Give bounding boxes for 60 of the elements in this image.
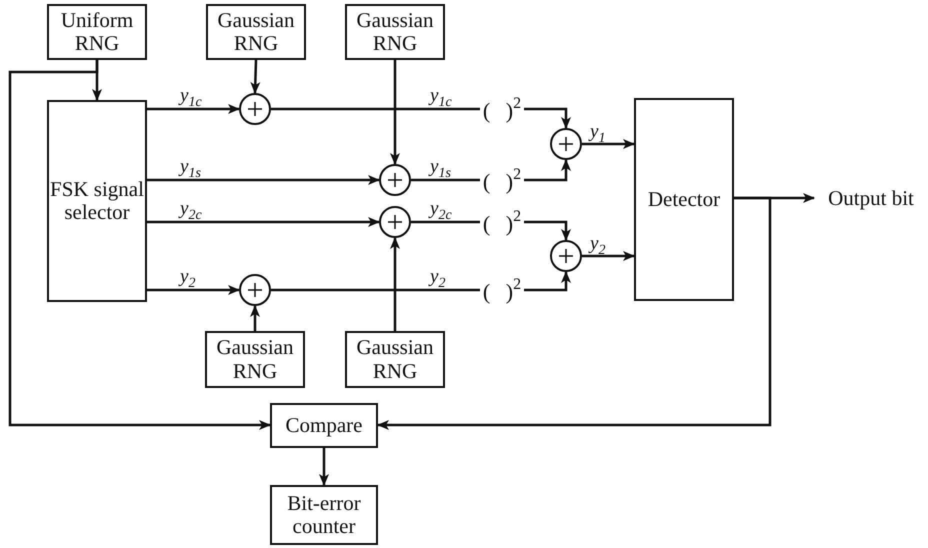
- block-label: Gaussian RNG: [356, 8, 434, 56]
- arrow: [390, 237, 400, 331]
- arrow: [582, 139, 635, 149]
- arrow: [250, 305, 260, 331]
- signal-line: [411, 220, 480, 224]
- output-label: Output bit: [828, 187, 914, 211]
- arrow: [390, 60, 400, 165]
- arrow: [147, 217, 380, 227]
- block-label: Bit-error counter: [286, 492, 362, 538]
- block-label: Detector: [648, 188, 720, 212]
- arrow: [524, 220, 571, 241]
- process-box: [345, 331, 445, 388]
- block-label: Gaussian RNG: [216, 336, 294, 383]
- edge-label: y$_{1c}$: [180, 86, 202, 110]
- summing-junction: [239, 93, 271, 125]
- summing-junction: [239, 274, 271, 306]
- arrow: [524, 271, 571, 292]
- process-box: [206, 4, 306, 60]
- edge-label: y$_{2}$: [430, 267, 446, 291]
- edge-label: y$_{1s}$: [180, 157, 201, 181]
- arrow: [147, 175, 380, 185]
- edge-label: y$_{1}$: [590, 122, 606, 146]
- summing-junction: [550, 240, 582, 272]
- arrow: [524, 159, 571, 182]
- arrow: [319, 448, 329, 486]
- arrow: [250, 60, 260, 94]
- arrow: [582, 251, 635, 261]
- edge-label: y$_{2c}$: [180, 199, 202, 223]
- block-label: Compare: [286, 414, 362, 438]
- process-box: [270, 485, 378, 545]
- square-operator: ( )$^{2}$: [482, 166, 522, 194]
- block-label: FSK signal selector: [49, 178, 145, 224]
- arrow: [147, 285, 240, 295]
- signal-line: [271, 288, 480, 292]
- process-box: [634, 98, 734, 301]
- square-operator: ( )$^{2}$: [482, 208, 522, 236]
- process-box: [205, 331, 305, 388]
- process-box: [270, 403, 378, 448]
- square-operator: ( )$^{2}$: [482, 276, 522, 304]
- edge-label: y$_{1s}$: [430, 157, 451, 181]
- block-label: Uniform RNG: [60, 8, 134, 56]
- edge-label: y$_{1c}$: [430, 86, 452, 110]
- arrow: [524, 108, 571, 129]
- arrow: [147, 104, 240, 114]
- edge-label: y$_{2}$: [590, 234, 606, 258]
- square-operator: ( )$^{2}$: [482, 94, 522, 124]
- process-box: [47, 4, 147, 60]
- summing-junction: [379, 164, 411, 196]
- edge-label: y$_{2c}$: [430, 199, 452, 223]
- summing-junction: [379, 206, 411, 238]
- arrow: [8, 60, 271, 430]
- summing-junction: [550, 128, 582, 160]
- process-box: [345, 4, 445, 60]
- signal-line: [271, 108, 480, 110]
- edge-label: y$_{2}$: [180, 267, 196, 291]
- signal-line: [411, 178, 480, 182]
- block-label: Gaussian RNG: [216, 8, 296, 56]
- arrow: [377, 196, 772, 430]
- block-label: Gaussian RNG: [356, 336, 434, 383]
- process-box: [47, 100, 147, 302]
